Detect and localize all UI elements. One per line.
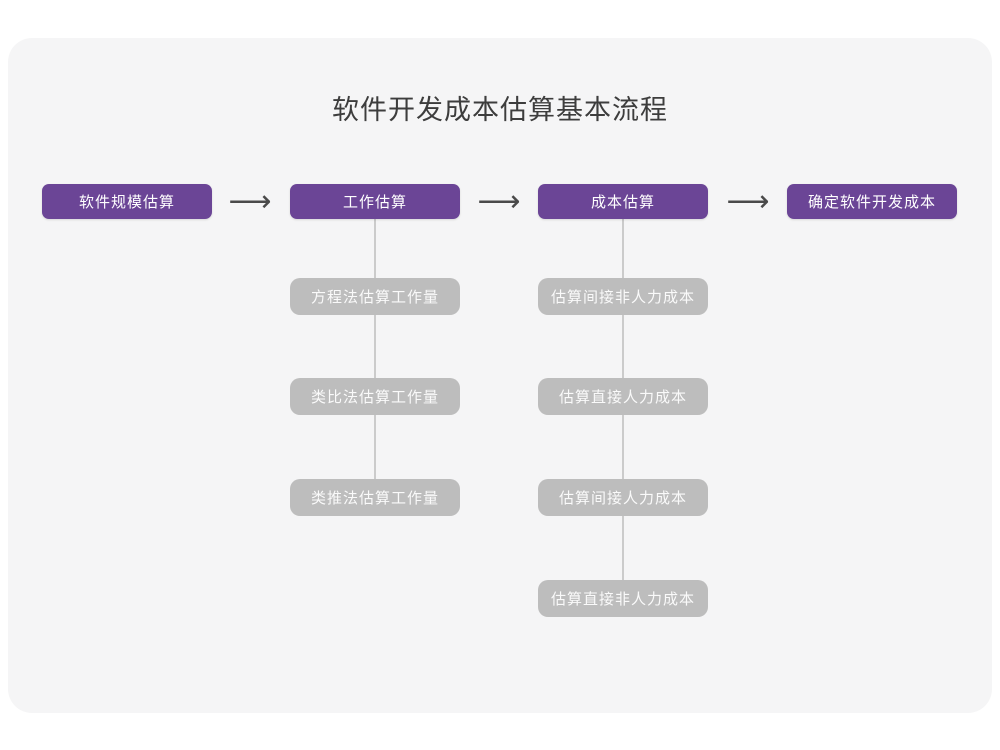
diagram-title: 软件开发成本估算基本流程 bbox=[332, 95, 668, 125]
cost-step-direct-nonlabor: 估算直接非人力成本 bbox=[538, 580, 708, 617]
stage-work-estimation: 工作估算 bbox=[290, 184, 460, 219]
stage-software-size-estimation: 软件规模估算 bbox=[42, 184, 212, 219]
cost-step-indirect-nonlabor: 估算间接非人力成本 bbox=[538, 278, 708, 315]
canvas-card bbox=[8, 38, 992, 713]
work-method-extrapolation: 类推法估算工作量 bbox=[290, 479, 460, 516]
flow-arrow-icon: ⟶ bbox=[477, 183, 521, 219]
flow-arrow-icon: ⟶ bbox=[726, 183, 770, 219]
work-method-equation: 方程法估算工作量 bbox=[290, 278, 460, 315]
work-connector-line bbox=[374, 219, 376, 497]
stage-cost-estimation: 成本估算 bbox=[538, 184, 708, 219]
flow-arrow-icon: ⟶ bbox=[228, 183, 272, 219]
cost-step-direct-labor: 估算直接人力成本 bbox=[538, 378, 708, 415]
work-method-analogy: 类比法估算工作量 bbox=[290, 378, 460, 415]
stage-determine-development-cost: 确定软件开发成本 bbox=[787, 184, 957, 219]
cost-step-indirect-labor: 估算间接人力成本 bbox=[538, 479, 708, 516]
